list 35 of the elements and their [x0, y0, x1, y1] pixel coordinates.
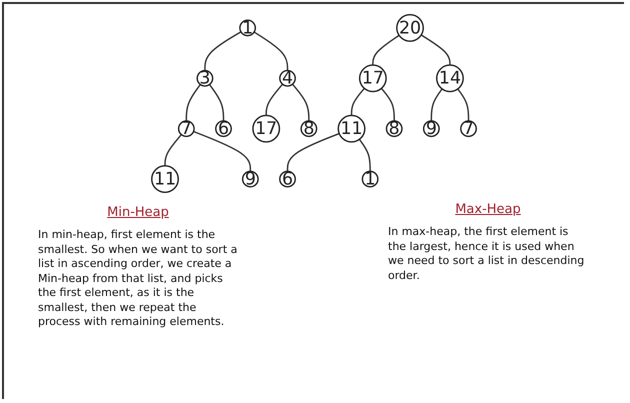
connector	[457, 88, 470, 121]
connector	[208, 84, 224, 121]
node-circle: 14	[436, 64, 464, 92]
connector	[254, 31, 288, 71]
node-circle: 1	[362, 170, 379, 188]
description-text: In min-heap, first element is the smallest. So when we want to sort a list in ascending order, we create a Min-heap from that list, and picks the first element, as it is the smallest, then we repeat the process with remaining elements.	[38, 228, 238, 330]
connector	[358, 138, 371, 172]
node-circle: 11	[338, 114, 366, 143]
node-circle: 9	[422, 120, 440, 138]
node-circle: 1	[239, 20, 256, 36]
node-circle: 4	[279, 70, 296, 87]
connector	[420, 34, 451, 66]
node-circle: 17	[252, 114, 280, 143]
node-circle: 8	[300, 120, 318, 138]
heading: Max-Heap	[455, 202, 521, 217]
heading: Min-Heap	[107, 205, 169, 220]
connector	[193, 130, 252, 172]
node-circle: 17	[358, 64, 387, 92]
connector	[372, 34, 400, 66]
node-circle: 6	[279, 170, 296, 188]
connector	[380, 88, 395, 121]
connector	[164, 134, 182, 166]
connector	[186, 84, 201, 121]
description-text: In max-heap, the first element is the largest, hence it is used when we need to sort a list in descending order.	[388, 225, 586, 283]
connector	[350, 88, 365, 116]
node-circle: 6	[215, 120, 232, 138]
connector	[265, 84, 284, 116]
node-circle: 8	[386, 120, 403, 138]
node-circle: 11	[151, 165, 179, 194]
connector	[292, 84, 310, 121]
connector	[204, 31, 242, 71]
connector	[286, 132, 340, 172]
node-circle: 9	[242, 170, 259, 188]
node-circle: 20	[396, 14, 424, 42]
connector	[430, 88, 443, 121]
